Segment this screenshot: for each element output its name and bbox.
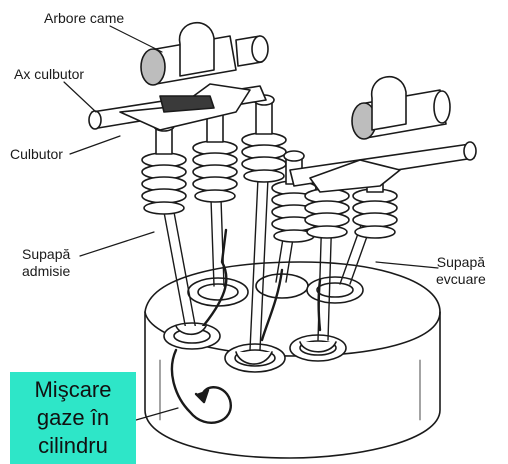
label-intake-valve-line2: admisie xyxy=(22,263,70,280)
label-rocker: Culbutor xyxy=(10,146,63,163)
label-intake-valve-line1: Supapă xyxy=(22,246,70,263)
left-camshaft xyxy=(141,23,268,85)
callout-line2: gaze în xyxy=(10,404,136,432)
label-exhaust-valve-line1: Supapă xyxy=(436,254,486,271)
label-exhaust-valve-line2: evcuare xyxy=(436,271,486,288)
spring-1 xyxy=(142,121,186,214)
spring-5 xyxy=(305,189,349,238)
gas-motion-callout: Mişcare gaze în cilindru xyxy=(10,372,136,464)
callout-line1: Mişcare xyxy=(10,376,136,404)
label-exhaust-valve: Supapă evcuare xyxy=(436,254,486,288)
left-rocker-assembly xyxy=(89,84,266,130)
callout-line3: cilindru xyxy=(10,432,136,460)
label-camshaft: Arbore came xyxy=(44,10,124,27)
label-rocker-shaft: Ax culbutor xyxy=(14,66,84,83)
label-intake-valve: Supapă admisie xyxy=(22,246,70,280)
spring-3 xyxy=(242,95,286,182)
right-camshaft xyxy=(352,77,450,139)
right-rocker-assembly xyxy=(290,142,476,192)
